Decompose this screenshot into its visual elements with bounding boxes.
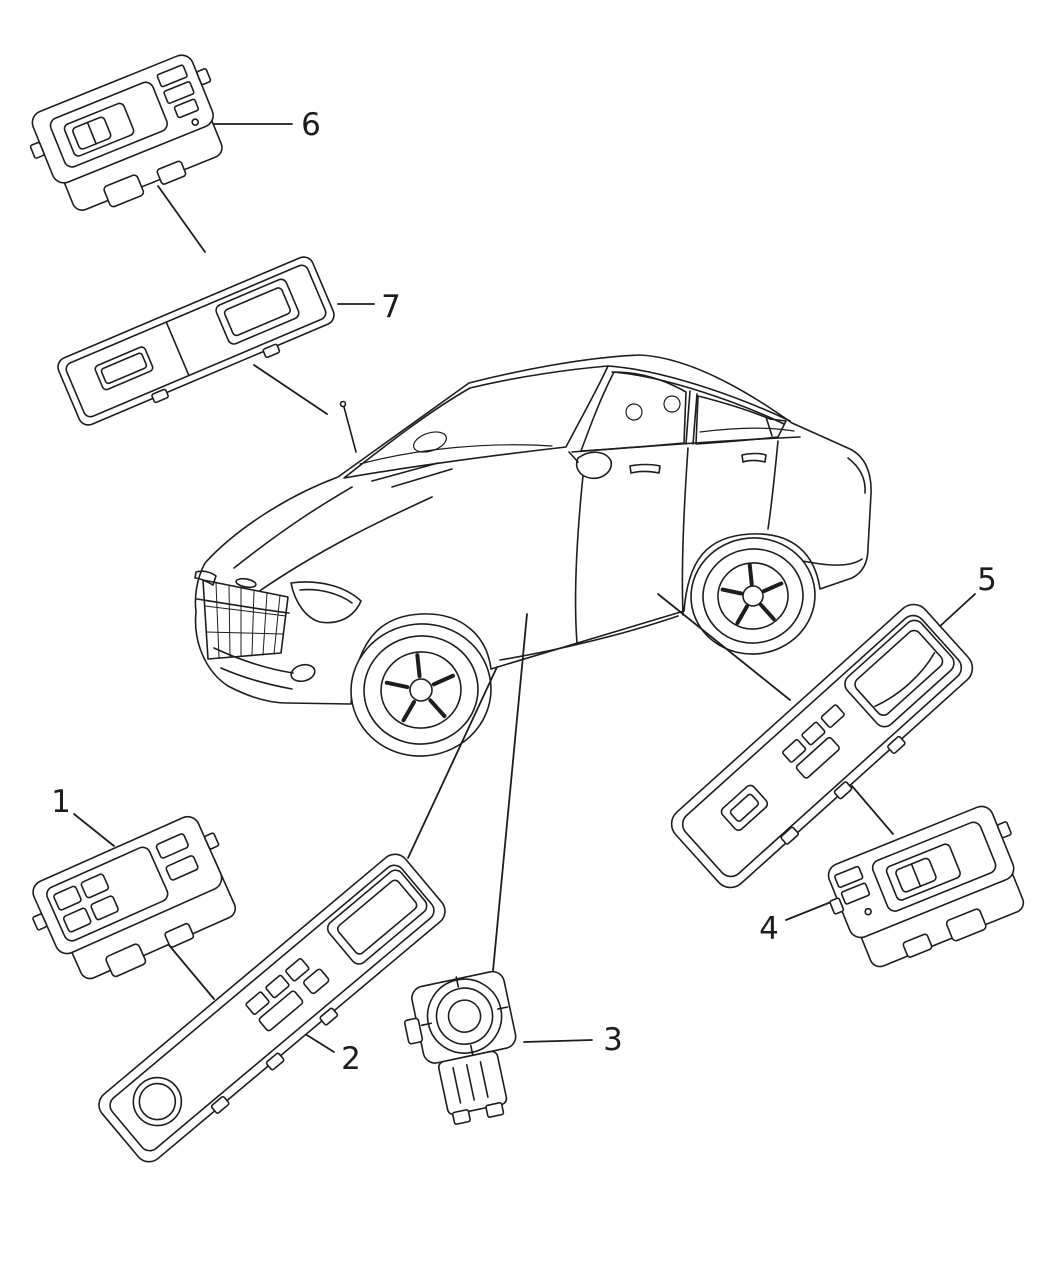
callout-label-7: 7: [381, 289, 401, 325]
rear-bumper-line: [797, 558, 863, 566]
front-wheel: [350, 623, 492, 757]
part-rear-door-switch-bezel: [57, 256, 335, 426]
callout-label-1: 1: [51, 784, 71, 820]
leader-bezel5-to-switch4: [851, 785, 894, 835]
leader-bezel7-to-body: [253, 364, 328, 415]
leader-callout-1: [73, 813, 115, 847]
leader-lines: [73, 123, 976, 1053]
roof-drip-rail: [611, 371, 785, 425]
part-front-passenger-door-switch-bezel: [670, 603, 974, 889]
callout-label-5: 5: [977, 562, 997, 598]
rear-wheel-spokes: [720, 563, 784, 625]
headlight: [290, 581, 362, 624]
bumper-lines: [196, 598, 294, 690]
leader-body-to-bezel5: [657, 593, 791, 701]
leader-callout-5: [937, 593, 976, 629]
brand-badge: [235, 577, 257, 589]
grille-mesh: [204, 582, 287, 659]
front-wheel-spokes: [384, 653, 455, 723]
rocker-line: [499, 615, 679, 661]
callout-labels: 1 2 3 4 5 6 7: [51, 107, 997, 1077]
callout-label-3: 3: [603, 1022, 623, 1058]
diagram-art: 1 2 3 4 5 6 7: [29, 54, 1025, 1163]
part-power-mirror-switch: [403, 970, 517, 1125]
callout-label-2: 2: [341, 1041, 361, 1077]
part-rear-door-window-switch: [29, 54, 223, 211]
side-mirror: [568, 451, 613, 480]
callout-label-4: 4: [759, 911, 779, 947]
windshield: [343, 365, 609, 479]
left-headlight: [194, 570, 217, 586]
antenna: [339, 400, 357, 453]
leader-callout-3: [523, 1039, 593, 1043]
grille: [202, 579, 289, 660]
leader-body-to-switch3: [490, 613, 528, 993]
callout-label-6: 6: [301, 107, 321, 143]
interior-details: [359, 395, 795, 465]
rear-wheel: [690, 537, 816, 655]
part-driver-door-switch-bezel: [98, 853, 446, 1163]
quarter-glass-divider: [765, 416, 773, 437]
front-door-window: [580, 371, 687, 452]
vehicle-illustration: [194, 354, 872, 757]
hood-creases: [233, 486, 433, 593]
leader-body-to-bezel2: [407, 666, 498, 859]
door-handles: [629, 452, 767, 474]
part-front-passenger-window-switch: [827, 805, 1025, 968]
taillight: [847, 457, 866, 494]
fog-light: [290, 663, 316, 683]
b-pillar: [685, 390, 698, 445]
windshield-wipers: [371, 462, 453, 488]
rear-door-window: [695, 395, 787, 445]
leader-switch6-to-bezel7: [157, 185, 206, 253]
roof-side-edge: [607, 365, 791, 422]
leader-callout-2: [301, 1031, 335, 1053]
door-seams: [574, 440, 779, 644]
part-driver-master-window-switch: [32, 815, 237, 980]
